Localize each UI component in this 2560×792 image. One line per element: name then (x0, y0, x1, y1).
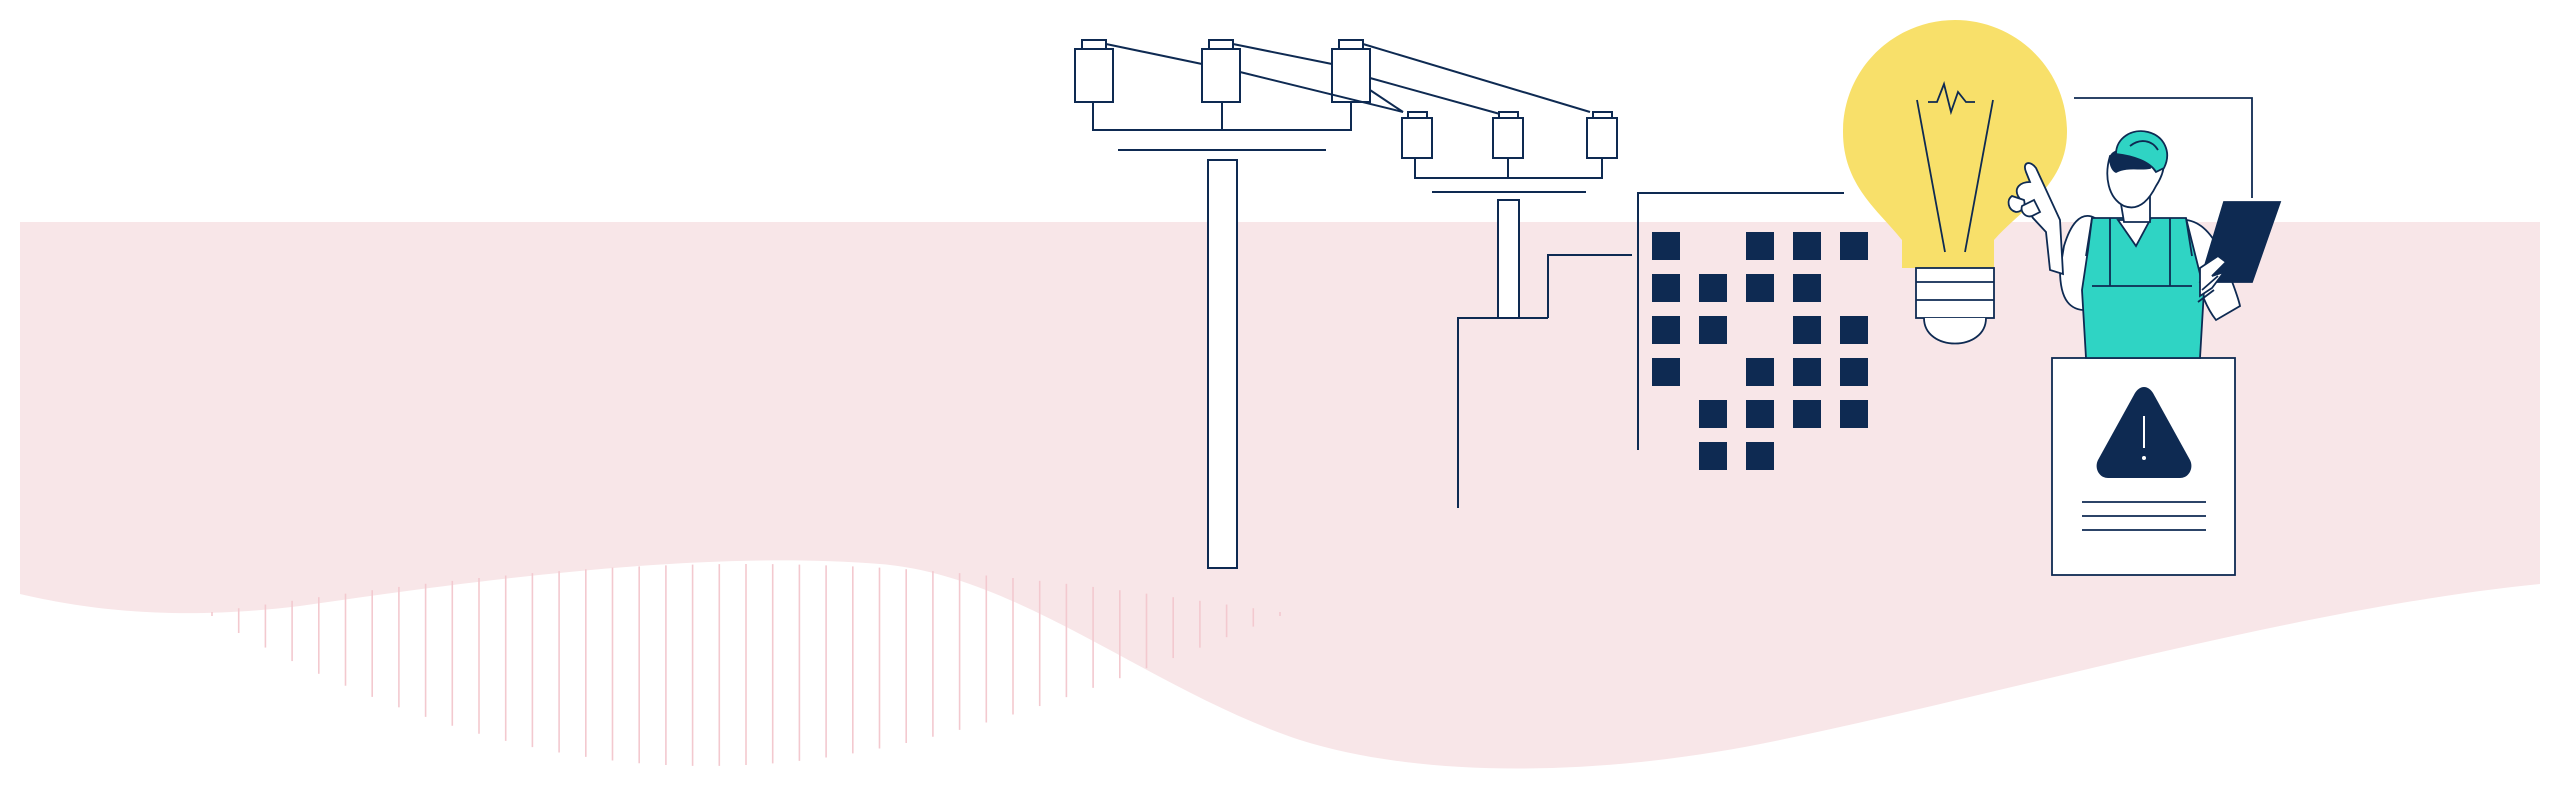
solar-cell (1746, 274, 1774, 302)
solar-cell (1746, 400, 1774, 428)
solar-cell (1793, 274, 1821, 302)
solar-panel-icon (1652, 232, 1868, 470)
solar-cell (1746, 232, 1774, 260)
solar-cell (1840, 232, 1868, 260)
worker-icon (2007, 97, 2282, 359)
solar-cell (1793, 358, 1821, 386)
warning-triangle-icon (2096, 387, 2192, 478)
solar-cell (1699, 400, 1727, 428)
secondary-pole (1401, 111, 1844, 508)
solar-cell (1840, 316, 1868, 344)
solar-cell (1699, 274, 1727, 302)
solar-cell (1840, 400, 1868, 428)
solar-cell (1793, 232, 1821, 260)
solar-cell (1746, 442, 1774, 470)
solar-cell (1840, 358, 1868, 386)
solar-cell (1652, 358, 1680, 386)
power-pole-icon (1074, 39, 1591, 569)
background-band (20, 222, 2540, 769)
solar-cell (1652, 232, 1680, 260)
solar-cell (1699, 442, 1727, 470)
decorative-stripes (211, 564, 1281, 766)
solar-cell (1793, 400, 1821, 428)
solar-cell (1652, 274, 1680, 302)
solar-cell (1652, 316, 1680, 344)
solar-cell (1699, 316, 1727, 344)
solar-cell (1746, 358, 1774, 386)
warning-text-lines (2082, 501, 2206, 531)
solar-cell (1793, 316, 1821, 344)
warning-board (2051, 357, 2236, 576)
